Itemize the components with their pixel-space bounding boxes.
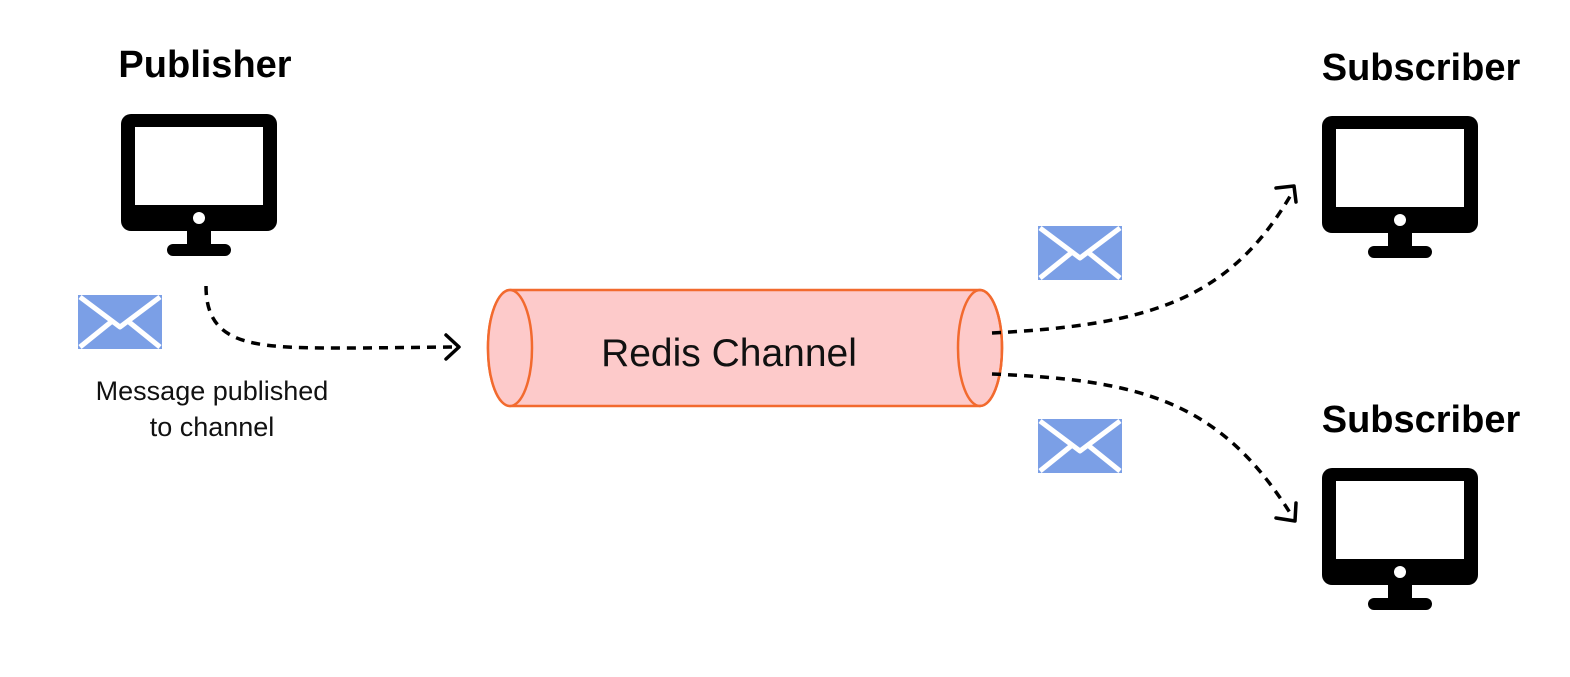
channel-left-cap bbox=[486, 288, 534, 408]
publisher-envelope-icon bbox=[78, 295, 162, 349]
bottom-envelope-icon bbox=[1038, 419, 1122, 473]
publish-arrow bbox=[204, 285, 461, 361]
publisher-title: Publisher bbox=[118, 44, 291, 86]
publisher-caption-line1: Message published bbox=[96, 376, 329, 406]
top-envelope-icon bbox=[1038, 226, 1122, 280]
redis-channel bbox=[486, 288, 1004, 408]
subscribe-arrow-top bbox=[991, 184, 1298, 335]
channel-label: Redis Channel bbox=[601, 332, 857, 375]
channel-right-cap bbox=[956, 288, 1004, 408]
publisher-caption-line2: to channel bbox=[150, 412, 275, 442]
subscriber-bottom-title: Subscriber bbox=[1322, 399, 1521, 441]
subscriber-bottom-monitor-icon bbox=[1322, 468, 1478, 610]
subscriber-top-monitor-icon bbox=[1322, 116, 1478, 258]
publisher-monitor-icon bbox=[121, 114, 277, 256]
subscribe-arrow-bottom bbox=[991, 372, 1298, 523]
subscriber-top-title: Subscriber bbox=[1322, 47, 1521, 89]
